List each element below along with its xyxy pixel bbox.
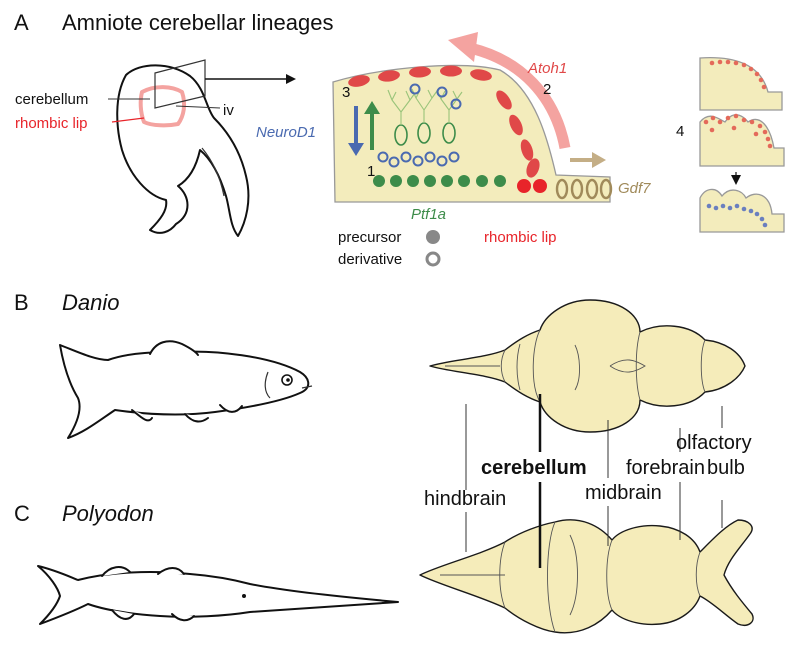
polyodon-brain	[419, 519, 754, 634]
legend-derivative-label: derivative	[338, 251, 402, 268]
sequence-stage-2	[699, 113, 785, 167]
rhombic-lip-cells	[517, 179, 547, 193]
panel-b-letter: B	[14, 290, 29, 315]
sequence-stage-1	[699, 57, 783, 111]
panel-b-species: Danio	[62, 290, 119, 315]
danio-brain	[429, 299, 746, 433]
zebrafish-drawing	[59, 340, 313, 439]
step-1: 1	[367, 163, 375, 180]
panel-a-title: Amniote cerebellar lineages	[62, 10, 334, 35]
leader-iv	[175, 105, 221, 109]
paddlefish-drawing	[37, 565, 399, 625]
zoom-plane	[154, 59, 206, 109]
ptf1a-precursor-cells	[373, 175, 506, 187]
gene-gdf7: Gdf7	[618, 180, 651, 197]
rhombic-lip-highlight	[138, 85, 187, 128]
label-iv-ventricle: iv	[223, 102, 234, 119]
step-3: 3	[342, 84, 350, 101]
atoh1-migration-arrow	[468, 42, 571, 150]
panel-c-species: Polyodon	[62, 501, 154, 526]
label-cerebellum-embryo: cerebellum	[15, 91, 88, 108]
embryo-sketch	[116, 64, 250, 237]
label-cerebellum: cerebellum	[481, 457, 587, 479]
legend-derivative-swatch	[425, 251, 441, 267]
neurod1-derivative-cells	[377, 83, 462, 168]
brain-label-leaders	[465, 394, 723, 568]
panel-c-letter: C	[14, 501, 30, 526]
gene-ptf1a: Ptf1a	[411, 206, 446, 223]
legend-rhombic-lip: rhombic lip	[484, 229, 557, 246]
step-2: 2	[543, 81, 551, 98]
cerebellum-tissue	[332, 64, 611, 203]
gene-neurod1: NeuroD1	[256, 124, 316, 141]
label-midbrain: midbrain	[585, 482, 662, 504]
legend-precursor-swatch	[426, 230, 440, 244]
step-4: 4	[676, 123, 684, 140]
atoh1-egl-cells	[348, 65, 540, 178]
panel-a-letter: A	[14, 10, 29, 35]
label-olfactory: olfactory	[676, 432, 752, 454]
gdf7-roofplate-cells	[555, 178, 613, 200]
legend-precursor-label: precursor	[338, 229, 401, 246]
label-hindbrain: hindbrain	[424, 488, 506, 510]
label-rhombic-lip-embryo: rhombic lip	[15, 115, 88, 132]
leader-rhombic-lip	[111, 117, 145, 123]
label-bulb: bulb	[707, 457, 745, 479]
gene-atoh1: Atoh1	[527, 60, 567, 77]
sequence-stage-3	[699, 188, 785, 233]
label-forebrain: forebrain	[626, 457, 705, 479]
